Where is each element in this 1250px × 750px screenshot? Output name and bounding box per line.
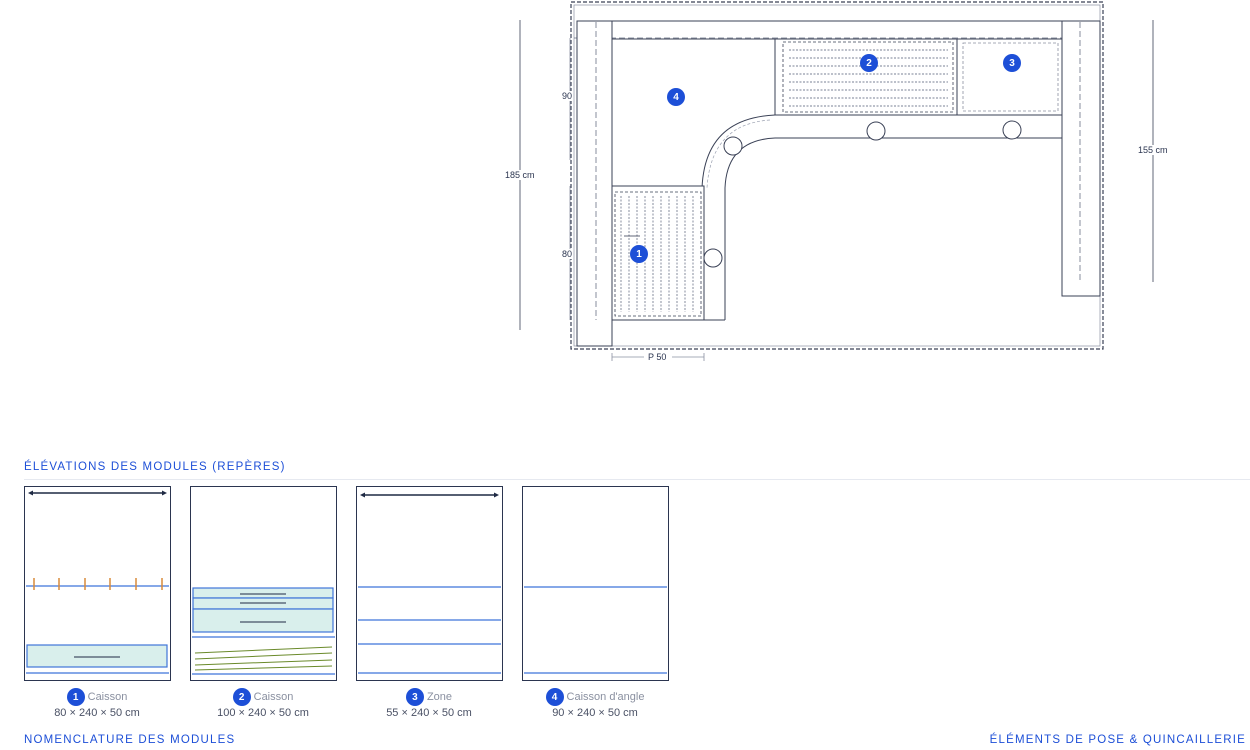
elevation-module-4[interactable] xyxy=(522,486,669,681)
dimension-label-depth: P 50 xyxy=(648,352,667,362)
caption-dims-1: 80 × 240 × 50 cm xyxy=(54,707,140,719)
dimension-label-upper-left: 90 xyxy=(562,91,573,101)
floor-plan xyxy=(519,1,1154,361)
caption-name-1: Caisson xyxy=(87,691,128,703)
caption-name-4: Caisson d'angle xyxy=(566,691,645,703)
caption-module-4: 4 Caisson d'angle 90 × 240 × 50 cm xyxy=(512,688,678,719)
caption-name-2: Caisson xyxy=(253,691,294,703)
hardware-title: ÉLÉMENTS DE POSE & QUINCAILLERIE xyxy=(989,734,1246,746)
elevation-module-2[interactable] xyxy=(190,486,337,681)
caption-module-1: 1 Caisson 80 × 240 × 50 cm xyxy=(14,688,180,719)
plan-marker-4[interactable]: 4 xyxy=(667,88,685,106)
caption-dims-4: 90 × 240 × 50 cm xyxy=(552,707,638,719)
caption-module-2: 2 Caisson 100 × 240 × 50 cm xyxy=(180,688,346,719)
caption-badge-3: 3 xyxy=(405,688,424,706)
caption-dims-2: 100 × 240 × 50 cm xyxy=(217,707,309,719)
caption-badge-2: 2 xyxy=(232,688,251,706)
elevation-module-1[interactable] xyxy=(24,486,171,681)
caption-name-3: Zone xyxy=(426,691,453,703)
dimension-label-lower-left: 80 xyxy=(562,249,573,259)
elevations-title: ÉLÉVATIONS DES MODULES (REPÈRES) xyxy=(24,461,286,473)
nomenclature-title: NOMENCLATURE DES MODULES xyxy=(24,734,236,746)
caption-module-3: 3 Zone 55 × 240 × 50 cm xyxy=(346,688,512,719)
plan-marker-3[interactable]: 3 xyxy=(1003,54,1021,72)
dimension-label-left-height: 185 cm xyxy=(504,170,536,180)
caption-badge-1: 1 xyxy=(66,688,85,706)
elevations-divider xyxy=(24,479,1250,480)
caption-badge-4: 4 xyxy=(545,688,564,706)
dimension-label-right-height: 155 cm xyxy=(1137,145,1169,155)
caption-dims-3: 55 × 240 × 50 cm xyxy=(386,707,472,719)
plan-marker-1[interactable]: 1 xyxy=(630,245,648,263)
elevation-module-3[interactable] xyxy=(356,486,503,681)
plan-marker-2[interactable]: 2 xyxy=(860,54,878,72)
